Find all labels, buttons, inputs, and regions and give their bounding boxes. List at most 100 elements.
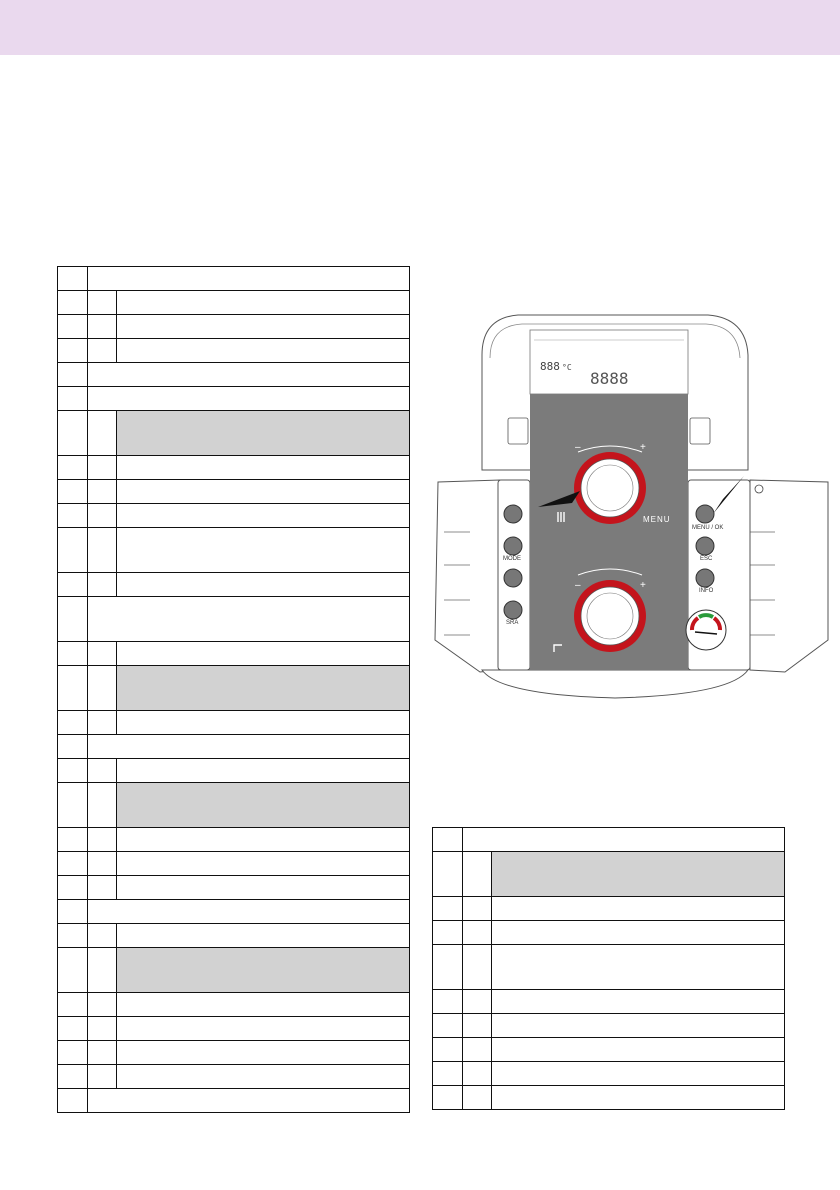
table-row bbox=[57, 665, 410, 711]
svg-text:+: + bbox=[640, 442, 646, 453]
table-cell-text bbox=[491, 989, 785, 1014]
table-cell-index bbox=[57, 314, 88, 339]
table-cell-subindex bbox=[87, 479, 117, 504]
table-cell-text bbox=[116, 758, 410, 783]
table-cell-text bbox=[491, 920, 785, 945]
table-row bbox=[57, 362, 410, 387]
table-row bbox=[57, 1088, 410, 1113]
right-spec-table bbox=[432, 827, 785, 1110]
table-cell-index bbox=[432, 920, 463, 945]
table-cell-index bbox=[432, 989, 463, 1014]
table-cell-index bbox=[57, 479, 88, 504]
table-cell-subindex bbox=[462, 944, 492, 990]
table-row bbox=[57, 338, 410, 363]
table-cell-index bbox=[432, 1037, 463, 1062]
table-cell-index bbox=[57, 1016, 88, 1041]
svg-text:–: – bbox=[575, 442, 581, 453]
table-cell-text bbox=[116, 710, 410, 735]
table-cell-index bbox=[57, 710, 88, 735]
table-cell-text bbox=[491, 896, 785, 921]
timer-dhw-button[interactable] bbox=[503, 568, 523, 588]
table-cell-subindex bbox=[87, 503, 117, 528]
table-cell-subindex bbox=[87, 923, 117, 948]
table-row bbox=[57, 410, 410, 456]
table-row bbox=[432, 920, 785, 945]
table-cell-subindex bbox=[87, 827, 117, 852]
table-row bbox=[432, 1061, 785, 1086]
table-cell-index bbox=[57, 455, 88, 480]
panel-base bbox=[481, 669, 749, 699]
table-row bbox=[57, 1064, 410, 1089]
boiler-control-panel: 888 °C 8888 – + MENU – + MODE SRA MENU /… bbox=[430, 300, 830, 710]
table-cell-subindex bbox=[87, 851, 117, 876]
table-cell-index bbox=[432, 827, 463, 852]
left-spec-table bbox=[57, 266, 410, 1113]
table-row bbox=[432, 851, 785, 897]
radiator-icon bbox=[557, 512, 565, 522]
table-cell-index bbox=[432, 851, 463, 897]
table-row bbox=[57, 479, 410, 504]
table-cell-index bbox=[57, 899, 88, 924]
table-row bbox=[57, 572, 410, 597]
lcd-unit: °C bbox=[562, 363, 572, 372]
table-cell-subindex bbox=[462, 896, 492, 921]
table-cell-subindex bbox=[87, 1016, 117, 1041]
table-cell-text bbox=[491, 1085, 785, 1110]
table-cell-subindex bbox=[87, 710, 117, 735]
table-cell-index bbox=[432, 944, 463, 990]
table-cell-subindex bbox=[87, 782, 117, 828]
table-cell-text bbox=[116, 875, 410, 900]
table-cell-index bbox=[57, 827, 88, 852]
table-cell-text bbox=[116, 572, 410, 597]
table-row bbox=[432, 1085, 785, 1110]
panel-housing-inner bbox=[489, 323, 741, 359]
table-cell-index bbox=[57, 527, 88, 573]
table-cell-index bbox=[57, 338, 88, 363]
table-row bbox=[57, 455, 410, 480]
table-cell-text bbox=[116, 851, 410, 876]
heating-knob[interactable]: – + bbox=[574, 442, 646, 524]
table-cell-index bbox=[57, 596, 88, 642]
table-cell-subindex bbox=[462, 920, 492, 945]
table-cell-subindex bbox=[87, 455, 117, 480]
table-cell-text bbox=[116, 1064, 410, 1089]
table-row bbox=[432, 1037, 785, 1062]
svg-text:MODE: MODE bbox=[503, 556, 521, 562]
table-row bbox=[57, 503, 410, 528]
table-cell-subindex bbox=[87, 947, 117, 993]
table-row bbox=[432, 1013, 785, 1038]
table-row bbox=[57, 782, 410, 828]
table-cell-text bbox=[116, 503, 410, 528]
table-cell-index bbox=[57, 992, 88, 1017]
table-row bbox=[57, 266, 410, 291]
timer-heating-button[interactable] bbox=[503, 600, 523, 620]
table-cell-index bbox=[57, 734, 88, 759]
mode-button[interactable] bbox=[503, 536, 523, 556]
table-cell-index bbox=[57, 665, 88, 711]
svg-text:+: + bbox=[640, 580, 646, 591]
table-cell-heading bbox=[87, 596, 410, 642]
esc-button[interactable] bbox=[695, 536, 715, 556]
table-cell-heading bbox=[87, 266, 410, 291]
info-button[interactable] bbox=[695, 568, 715, 588]
table-row bbox=[57, 1040, 410, 1065]
table-cell-text bbox=[116, 290, 410, 315]
menu-label: MENU bbox=[643, 515, 671, 524]
lcd-main-digits: 8888 bbox=[590, 369, 629, 388]
table-row bbox=[57, 710, 410, 735]
dhw-knob[interactable]: – + bbox=[574, 568, 646, 652]
lcd-small-digits: 888 bbox=[540, 360, 560, 373]
power-icon bbox=[754, 484, 764, 494]
table-cell-index bbox=[57, 290, 88, 315]
svg-text:INFO: INFO bbox=[699, 588, 714, 594]
table-cell-text bbox=[116, 641, 410, 666]
table-cell-subindex bbox=[462, 989, 492, 1014]
table-cell-index bbox=[57, 1064, 88, 1089]
menu-ok-button[interactable] bbox=[695, 504, 715, 524]
table-row bbox=[57, 923, 410, 948]
table-row bbox=[432, 989, 785, 1014]
table-cell-subindex bbox=[87, 992, 117, 1017]
table-cell-index bbox=[57, 1040, 88, 1065]
table-cell-text bbox=[491, 1013, 785, 1038]
table-cell-subindex bbox=[462, 1061, 492, 1086]
